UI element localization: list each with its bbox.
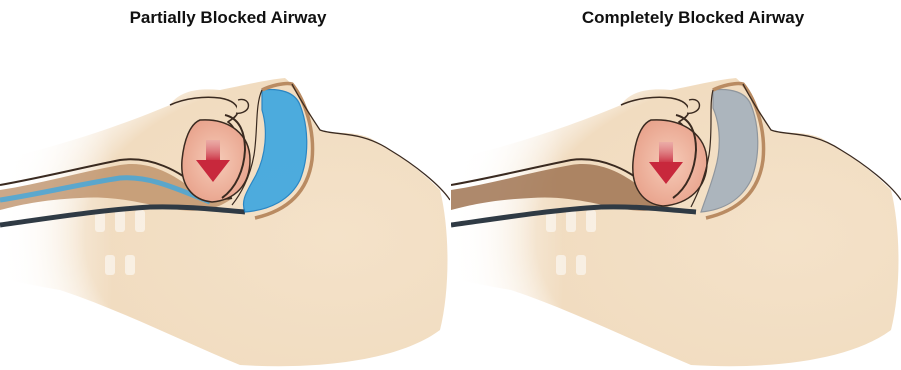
partial-blockage-panel: Partially Blocked Airway	[0, 0, 450, 370]
complete-blockage-panel: Completely Blocked Airway	[451, 0, 901, 370]
partial-blockage-title: Partially Blocked Airway	[28, 8, 428, 28]
complete-blockage-title: Completely Blocked Airway	[493, 8, 893, 28]
partial-blockage-illustration	[0, 60, 450, 370]
complete-blockage-illustration	[451, 60, 901, 370]
